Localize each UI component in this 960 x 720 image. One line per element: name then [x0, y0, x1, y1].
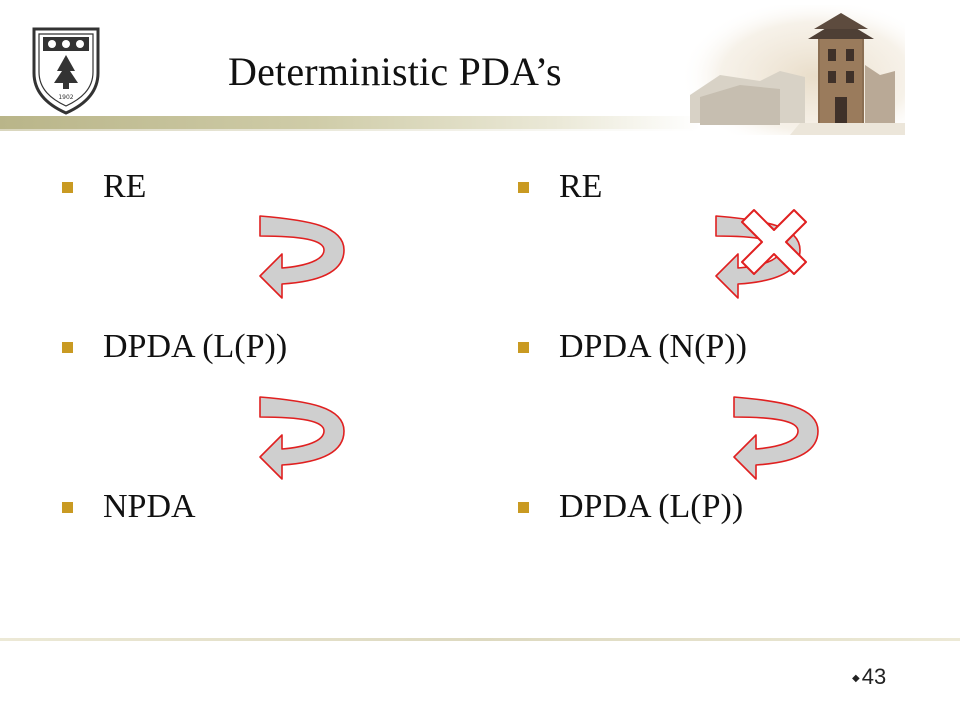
- bullet-square-icon: [62, 341, 73, 353]
- university-logo-icon: 1902: [32, 27, 100, 115]
- bullet-square-icon: [62, 181, 73, 193]
- slide-title: Deterministic PDA’s: [228, 49, 562, 94]
- list-item: DPDA (L(P)): [62, 328, 287, 366]
- list-item-label: RE: [103, 168, 147, 205]
- list-item-label: NPDA: [103, 488, 196, 525]
- list-item: RE: [62, 168, 146, 206]
- title-underline-bar: [0, 116, 700, 130]
- curved-down-arrow-icon: [259, 396, 345, 480]
- list-item-label: RE: [559, 168, 603, 205]
- list-item: RE: [518, 168, 602, 206]
- campus-tower-photo: [680, 5, 905, 135]
- list-item: NPDA: [62, 488, 196, 526]
- list-item-label: DPDA (N(P)): [559, 328, 747, 365]
- diamond-bullet-icon: ◆: [852, 672, 860, 684]
- footer-divider: [0, 638, 960, 641]
- page-number: ◆43: [852, 664, 886, 690]
- bullet-square-icon: [518, 181, 529, 193]
- cross-mark-icon: [741, 209, 807, 275]
- bullet-square-icon: [518, 501, 529, 513]
- list-item: DPDA (N(P)): [518, 328, 747, 366]
- list-item-label: DPDA (L(P)): [103, 328, 288, 365]
- bullet-square-icon: [518, 341, 529, 353]
- curved-down-arrow-icon: [733, 396, 819, 480]
- page-number-value: 43: [861, 664, 887, 689]
- list-item: DPDA (L(P)): [518, 488, 743, 526]
- list-item-label: DPDA (L(P)): [559, 488, 744, 525]
- svg-text:1902: 1902: [58, 94, 73, 101]
- bullet-square-icon: [62, 501, 73, 513]
- title-underline-line: [0, 129, 700, 131]
- curved-down-arrow-icon: [259, 215, 345, 299]
